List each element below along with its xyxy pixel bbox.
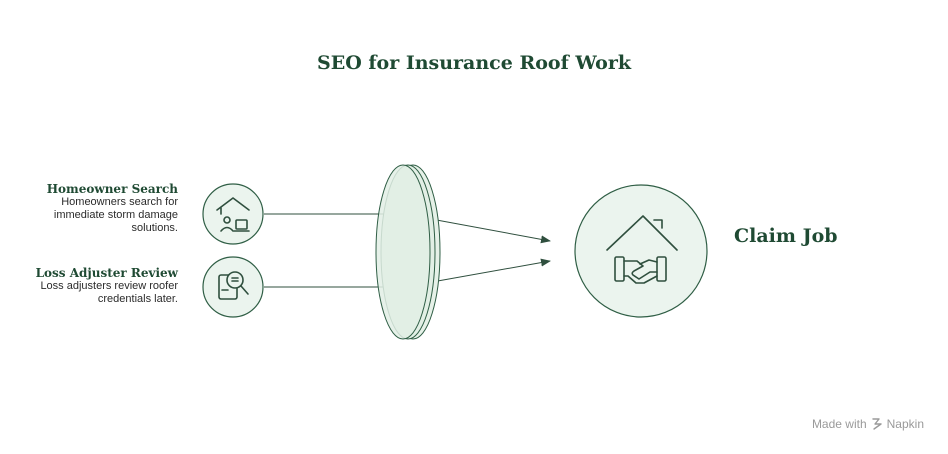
homeowner-search-desc-line-2: immediate storm damage [54, 209, 178, 221]
claim-job-node [574, 184, 708, 318]
homeowner-search-node [202, 183, 264, 245]
homeowner-search-label: Homeowner Search Homeowners search for i… [47, 182, 179, 234]
loss-adjuster-review-desc-line-1: Loss adjusters review roofer [40, 280, 178, 292]
homeowner-search-desc-line-1: Homeowners search for [61, 196, 178, 208]
loss-adjuster-review-label: Loss Adjuster Review Loss adjusters revi… [36, 266, 179, 305]
homeowner-search-title: Homeowner Search [47, 182, 179, 196]
watermark-prefix: Made with [811, 417, 867, 431]
loss-adjuster-review-title: Loss Adjuster Review [36, 266, 179, 280]
diagram-title: SEO for Insurance Roof Work [317, 52, 632, 74]
napkin-logo-icon [871, 418, 882, 430]
homeowner-laptop-icon [216, 197, 250, 232]
homeowner-search-desc-line-3: solutions. [132, 222, 178, 234]
watermark-brand: Napkin [886, 417, 924, 431]
document-magnifier-icon [218, 271, 249, 300]
house-handshake-icon [606, 215, 678, 284]
claim-job-title: Claim Job [734, 225, 838, 247]
made-with-napkin-watermark[interactable]: Made with Napkin [812, 417, 924, 431]
lens-icon [375, 164, 441, 340]
loss-adjuster-review-desc-line-2: credentials later. [98, 293, 178, 305]
loss-adjuster-review-node [202, 256, 264, 318]
